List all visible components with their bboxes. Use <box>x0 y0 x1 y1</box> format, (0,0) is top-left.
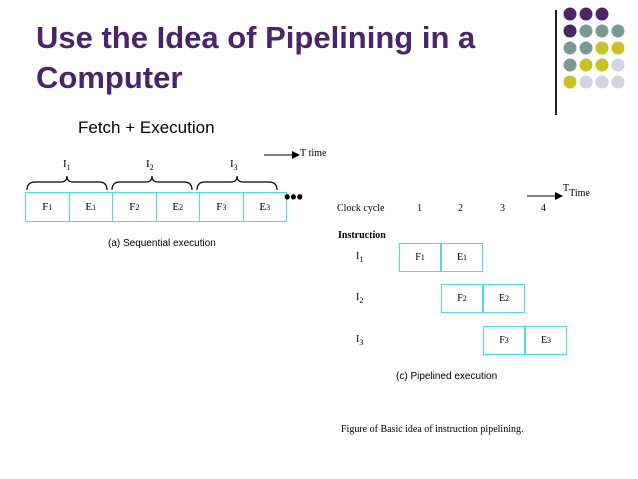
figure-caption: Figure of Basic idea of instruction pipe… <box>341 424 524 435</box>
time-label-pipelined: TTime <box>563 183 590 199</box>
pipe-instruction-label-2: I2 <box>356 292 364 305</box>
time-label-sequential: T time <box>300 148 327 159</box>
decorative-dot-grid <box>563 7 625 89</box>
brace-i1 <box>26 175 108 191</box>
continuation-ellipsis: ••• <box>284 187 303 207</box>
pipelined-caption: (c) Pipelined execution <box>396 371 498 382</box>
subtitle: Fetch + Execution <box>78 118 215 137</box>
decorative-dot <box>579 7 593 21</box>
brace-i2 <box>111 175 193 191</box>
decorative-dot <box>595 58 609 72</box>
decorative-dot <box>611 58 625 72</box>
clock-cycle-3: 3 <box>500 203 505 214</box>
decorative-dot <box>579 24 593 38</box>
time-arrow-sequential <box>264 151 300 159</box>
seq-instruction-braces <box>26 175 278 191</box>
pipe-instruction-label-3: I3 <box>356 334 364 347</box>
decorative-dot <box>595 41 609 55</box>
sequential-caption: (a) Sequential execution <box>108 238 216 249</box>
clock-cycle-label: Clock cycle <box>337 203 385 214</box>
seq-instruction-label-2: I2 <box>146 158 154 173</box>
decorative-dot <box>611 75 625 89</box>
clock-cycle-2: 2 <box>458 203 463 214</box>
decorative-dot <box>563 41 577 55</box>
decorative-dot <box>579 41 593 55</box>
decorative-dot <box>563 75 577 89</box>
seq-instruction-label-1: I1 <box>63 158 71 173</box>
instruction-header: Instruction <box>338 230 386 241</box>
decorative-dot <box>579 58 593 72</box>
clock-cycle-1: 1 <box>417 203 422 214</box>
decorative-dot <box>563 58 577 72</box>
clock-cycle-4: 4 <box>541 203 546 214</box>
decorative-dot <box>595 7 609 21</box>
decorative-dot <box>563 7 577 21</box>
decorative-dot <box>611 24 625 38</box>
title-divider-line <box>555 10 557 115</box>
pipe-instruction-label-1: I1 <box>356 251 364 264</box>
decorative-dot <box>579 75 593 89</box>
seq-instruction-label-3: I3 <box>230 158 238 173</box>
brace-i3 <box>196 175 278 191</box>
time-arrow-pipelined <box>527 192 563 200</box>
decorative-dot <box>595 24 609 38</box>
decorative-dot <box>563 24 577 38</box>
slide-title: Use the Idea of Pipelining in a Computer <box>36 20 476 95</box>
decorative-dot <box>611 41 625 55</box>
decorative-dot <box>595 75 609 89</box>
